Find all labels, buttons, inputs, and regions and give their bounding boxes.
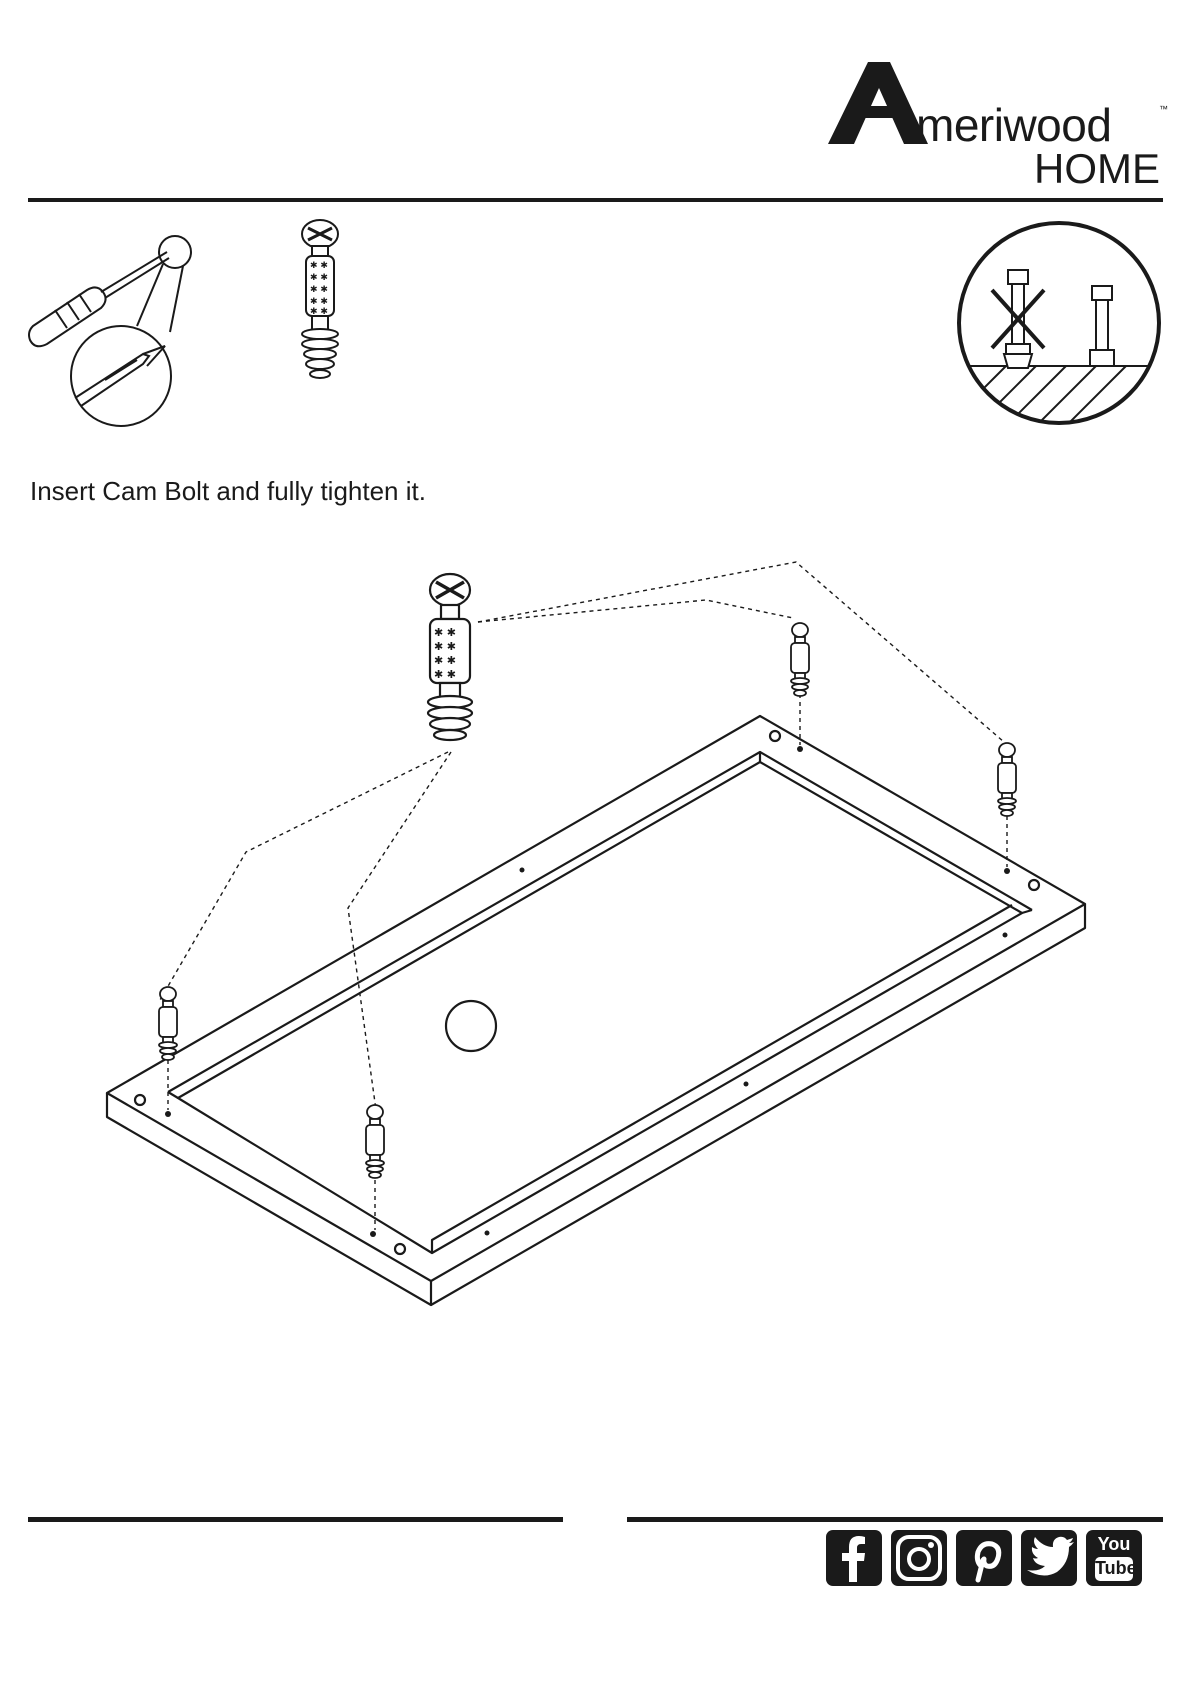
brand-logo: meriwood ™ HOME [828, 60, 1168, 190]
cam-bolt-left [159, 987, 177, 1060]
frame-top-face [107, 716, 1085, 1281]
trademark-symbol: ™ [1159, 104, 1168, 114]
svg-text:✱ ✱: ✱ ✱ [310, 307, 328, 317]
brand-sub: HOME [1034, 148, 1160, 190]
footer-divider-left [28, 1517, 563, 1522]
svg-text:✱ ✱: ✱ ✱ [310, 261, 328, 271]
brand-wordmark: meriwood [916, 102, 1111, 148]
pinterest-icon[interactable] [956, 1530, 1012, 1586]
header-divider [28, 198, 1163, 202]
facebook-icon[interactable] [826, 1530, 882, 1586]
svg-text:✱ ✱: ✱ ✱ [310, 273, 328, 283]
youtube-icon[interactable]: You Tube [1086, 1530, 1142, 1586]
svg-text:✱ ✱: ✱ ✱ [310, 285, 328, 295]
cam-bolt-front [366, 1105, 384, 1178]
logo-a-mark [828, 60, 928, 148]
svg-text:✱ ✱: ✱ ✱ [434, 640, 456, 653]
svg-text:✱ ✱: ✱ ✱ [310, 297, 328, 307]
step-instruction: Insert Cam Bolt and fully tighten it. [30, 476, 426, 507]
svg-text:✱ ✱: ✱ ✱ [434, 626, 456, 639]
svg-text:✱ ✱: ✱ ✱ [434, 654, 456, 667]
do-not-overtighten-icon [954, 218, 1164, 428]
cam-bolt-back [791, 623, 809, 696]
cam-bolt-icon: ✱ ✱✱ ✱ ✱ ✱✱ ✱ ✱ ✱ [290, 216, 350, 388]
cam-bolt-right [998, 743, 1016, 816]
youtube-label-bottom: Tube [1095, 1557, 1133, 1581]
youtube-label-top: You [1086, 1535, 1142, 1553]
svg-text:✱ ✱: ✱ ✱ [434, 668, 456, 681]
footer-divider-right [627, 1517, 1163, 1522]
assembly-diagram: ✱ ✱✱ ✱ ✱ ✱✱ ✱ [0, 540, 1192, 1350]
social-icons: You Tube [826, 1530, 1142, 1590]
instagram-icon[interactable] [891, 1530, 947, 1586]
twitter-icon[interactable] [1021, 1530, 1077, 1586]
phillips-screwdriver-icon [25, 228, 195, 428]
